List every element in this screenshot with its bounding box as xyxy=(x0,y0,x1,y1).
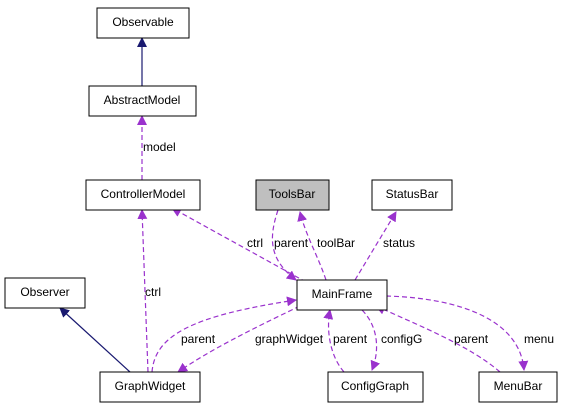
node-statusbar[interactable]: StatusBar xyxy=(371,179,453,211)
node-controllermodel-label: ControllerModel xyxy=(101,187,186,201)
node-toolsbar-label: ToolsBar xyxy=(269,187,316,201)
node-mainframe[interactable]: MainFrame xyxy=(296,279,388,311)
edge-mainframe-menubar xyxy=(385,295,529,371)
edge-label-parent-menu: parent xyxy=(454,332,489,346)
node-menubar[interactable]: MenuBar xyxy=(478,371,558,403)
node-graphwidget-label: GraphWidget xyxy=(115,379,186,393)
node-observer[interactable]: Observer xyxy=(4,277,86,309)
node-configgraph-label: ConfigGraph xyxy=(341,379,409,393)
edge-label-parent-toolsbar: parent xyxy=(274,236,309,250)
edge-configgraph-mainframe xyxy=(323,309,345,373)
edge-toolsbar-mainframe xyxy=(271,209,297,281)
node-mainframe-label: MainFrame xyxy=(312,287,373,301)
node-abstractmodel[interactable]: AbstractModel xyxy=(88,85,197,117)
edge-menubar-mainframe xyxy=(375,305,501,373)
edge-label-toolbar: toolBar xyxy=(317,236,355,250)
edge-graphwidget-controllermodel xyxy=(137,209,149,373)
edge-label-parent-config: parent xyxy=(333,332,368,346)
node-configgraph[interactable]: ConfigGraph xyxy=(327,371,424,403)
edge-label-ctrl-graph: ctrl xyxy=(145,285,161,299)
edge-mainframe-statusbar xyxy=(354,211,397,281)
node-statusbar-label: StatusBar xyxy=(386,187,439,201)
node-menubar-label: MenuBar xyxy=(494,379,543,393)
edge-label-model: model xyxy=(143,140,176,154)
edge-mainframe-graphwidget xyxy=(177,305,301,373)
edge-label-ctrl-main: ctrl xyxy=(247,236,263,250)
edge-label-graph-widget: graphWidget xyxy=(255,332,324,346)
edge-label-status: status xyxy=(383,236,415,250)
node-observable[interactable]: Observable xyxy=(96,7,190,39)
node-graphwidget[interactable]: GraphWidget xyxy=(99,371,201,403)
edge-mainframe-controllermodel xyxy=(171,207,307,283)
edge-label-config-g: configG xyxy=(381,332,422,346)
node-toolsbar[interactable]: ToolsBar xyxy=(255,179,330,211)
node-observable-label: Observable xyxy=(112,15,174,29)
edge-graphwidget-observer xyxy=(59,307,131,373)
edge-mainframe-configgraph xyxy=(361,309,380,371)
node-controllermodel[interactable]: ControllerModel xyxy=(85,179,201,211)
edge-graphwidget-mainframe xyxy=(151,296,297,373)
node-observer-label: Observer xyxy=(20,285,69,299)
edge-label-menu: menu xyxy=(524,332,554,346)
edge-mainframe-toolsbar xyxy=(297,211,327,281)
edge-label-parent-graph: parent xyxy=(181,332,216,346)
node-abstractmodel-label: AbstractModel xyxy=(104,93,181,107)
